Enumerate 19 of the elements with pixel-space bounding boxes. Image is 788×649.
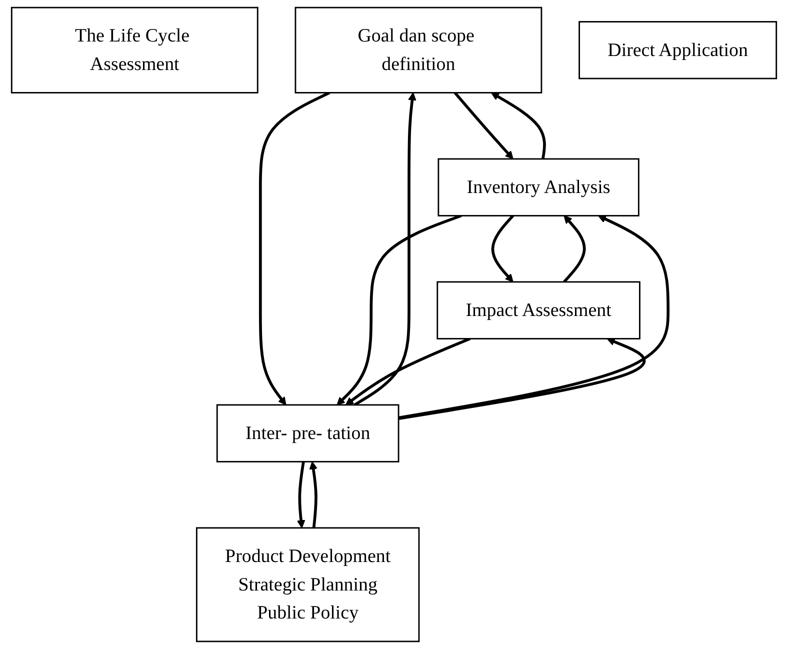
arrow [563,215,586,283]
arrow [398,338,646,420]
arrow [491,214,514,282]
arrow [398,215,670,420]
arrow [309,461,318,528]
node-box: Inter- pre- tation [216,404,400,462]
node-box: Impact Assessment [436,281,640,340]
node-box: Inventory Analysis [438,158,640,216]
node-box: The Life Cycle Assessment [10,6,258,94]
arrow [336,214,462,406]
arrow [258,91,330,406]
arrow [296,461,306,528]
node-box: Goal dan scope definition [294,6,542,94]
arrow [354,92,416,406]
arrow [345,337,471,406]
node-box: Direct Application [578,21,778,80]
node-box: Product Development Strategic Planning Public Policy [196,527,420,642]
arrow [454,92,514,160]
arrow [490,92,546,160]
